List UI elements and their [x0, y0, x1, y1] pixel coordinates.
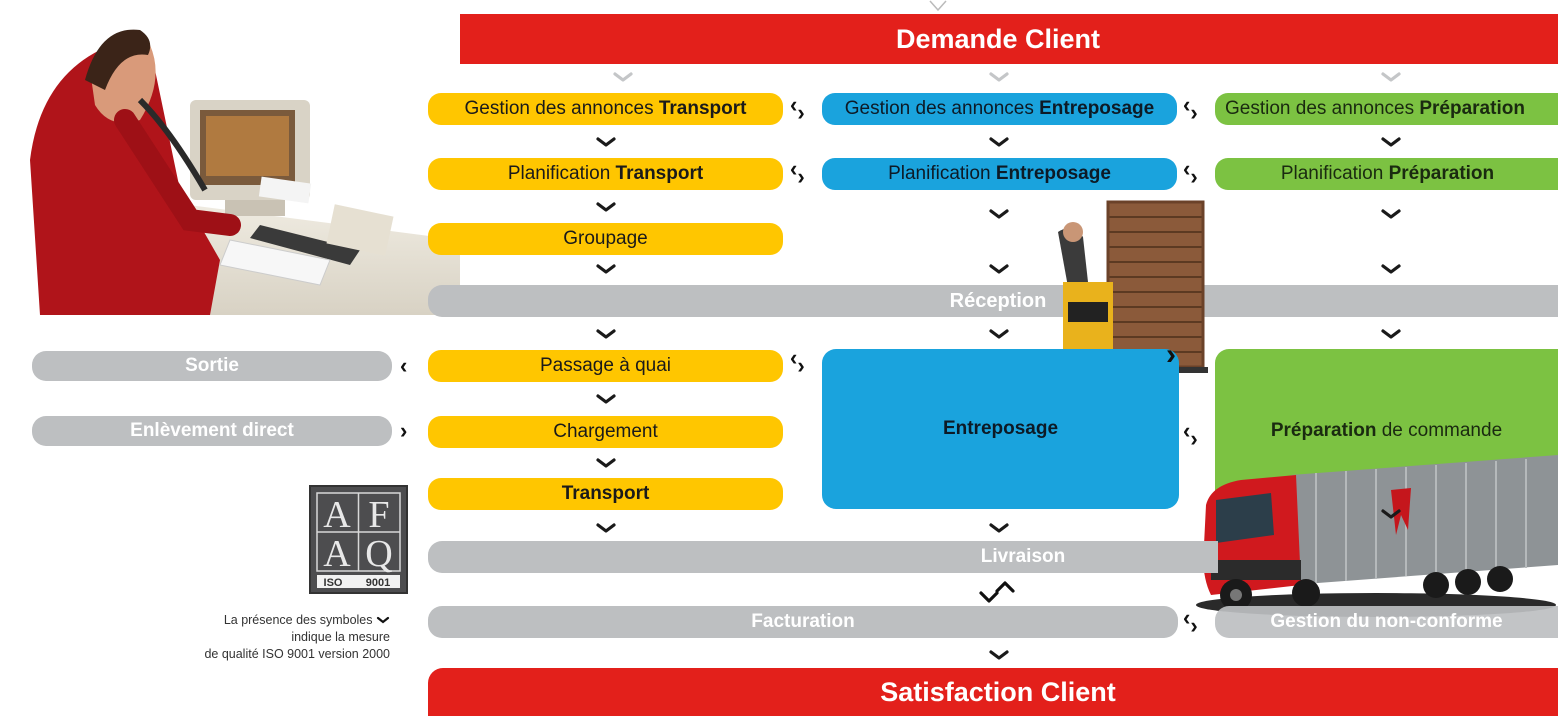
truck-photo: [1196, 455, 1558, 620]
transport-step: Transport: [428, 478, 783, 510]
exchange-arrows-icon: ‹›: [1183, 92, 1198, 125]
quality-legend: La présence des symboles indique la mesu…: [150, 612, 390, 663]
quality-chevron-icon: [989, 650, 1009, 660]
facturation-label: Facturation: [751, 611, 855, 632]
planification-transport: Planification Transport: [428, 158, 783, 190]
quality-chevron-icon: [989, 137, 1009, 147]
groupage-label: Groupage: [563, 228, 648, 249]
planification-entreposage: Planification Entreposage: [822, 158, 1177, 190]
preparation-box-text: Préparation de commande: [1215, 420, 1558, 442]
quality-chevron-icon: [989, 523, 1009, 533]
warehouse-photo: [1048, 192, 1216, 382]
arrow-right-icon: ›: [1166, 338, 1176, 371]
satisfaction-client-label: Satisfaction Client: [880, 676, 1116, 707]
afaq-logo: A F A Q ISO 9001: [309, 485, 408, 594]
planif-transport-bold: Transport: [615, 163, 704, 184]
planif-preparation-bold: Préparation: [1388, 163, 1495, 184]
exchange-arrows-icon: ‹›: [1183, 418, 1198, 451]
demande-client-band: Demande Client: [428, 14, 1558, 64]
entreposage-box-label: Entreposage: [942, 418, 1059, 439]
non-conforme-band: Gestion du non-conforme: [1215, 606, 1558, 638]
enlevement-band: Enlèvement direct: [32, 416, 392, 446]
quality-chevron-icon: [989, 264, 1009, 274]
annonces-transport-prefix: Gestion des annonces: [464, 98, 659, 119]
quality-chevron-icon: [989, 329, 1009, 339]
afaq-iso: ISO: [324, 577, 343, 589]
groupage-step: Groupage: [428, 223, 783, 255]
annonces-transport: Gestion des annonces Transport: [428, 93, 783, 125]
exchange-updown-icon: [979, 581, 1015, 603]
planif-transport-prefix: Planification: [507, 163, 616, 184]
quality-chevron-icon: [596, 523, 616, 533]
non-conforme-label: Gestion du non-conforme: [1270, 611, 1503, 632]
quality-chevron-icon: [1381, 137, 1401, 147]
enlevement-label: Enlèvement direct: [130, 420, 294, 441]
legend-line-1: La présence des symboles: [223, 613, 373, 627]
livraison-band: Livraison: [428, 541, 1218, 573]
sortie-band: Sortie: [32, 351, 392, 381]
arrow-right-icon: ›: [400, 418, 408, 443]
quality-chevron-icon: [1381, 264, 1401, 274]
legend-line-2: indique la mesure: [291, 630, 390, 644]
chargement-label: Chargement: [553, 421, 658, 442]
quality-chevron-icon: [376, 617, 390, 624]
chargement-step: Chargement: [428, 416, 783, 448]
passage-quai-step: Passage à quai: [428, 350, 783, 382]
annonces-transport-bold: Transport: [658, 98, 747, 119]
preparation-box-suffix: de commande: [1376, 420, 1503, 441]
quality-chevron-icon: [596, 264, 616, 274]
afaq-9001: 9001: [366, 577, 390, 589]
afaq-letter-q: Q: [365, 533, 392, 575]
arrow-left-icon: ‹: [400, 353, 408, 378]
planif-preparation-prefix: Planification: [1280, 163, 1389, 184]
quality-chevron-icon: [1381, 209, 1401, 219]
sortie-label: Sortie: [185, 355, 239, 376]
quality-chevron-icon: [989, 209, 1009, 219]
reception-label: Réception: [949, 289, 1047, 312]
afaq-letter-a1: A: [323, 494, 351, 536]
quality-chevron-icon: [613, 72, 633, 82]
exchange-arrows-icon: ‹›: [790, 345, 805, 378]
quality-chevron-icon: [1381, 72, 1401, 82]
annonces-entreposage-bold: Entreposage: [1039, 98, 1155, 119]
passage-label: Passage à quai: [540, 355, 671, 376]
transport-label: Transport: [561, 483, 650, 504]
preparation-box-bold: Préparation: [1270, 420, 1377, 441]
quality-chevron-icon: [596, 394, 616, 404]
office-photo: [30, 10, 460, 315]
legend-line-3: de qualité ISO 9001 version 2000: [204, 647, 390, 661]
planif-entreposage-prefix: Planification: [888, 163, 996, 184]
annonces-preparation-prefix: Gestion des annonces: [1225, 98, 1420, 119]
quality-chevron-icon: [1381, 509, 1401, 519]
afaq-letter-f: F: [368, 494, 389, 536]
afaq-letter-a2: A: [323, 533, 351, 575]
top-arrow-icon: [929, 0, 947, 12]
annonces-preparation-bold: Préparation: [1419, 98, 1525, 119]
quality-chevron-icon: [596, 329, 616, 339]
facturation-band: Facturation: [428, 606, 1178, 638]
exchange-arrows-icon: ‹›: [790, 92, 805, 125]
quality-chevron-icon: [1381, 329, 1401, 339]
demande-client-label: Demande Client: [895, 23, 1101, 54]
annonces-entreposage: Gestion des annonces Entreposage: [822, 93, 1177, 125]
planif-entreposage-bold: Entreposage: [995, 163, 1111, 184]
planification-preparation: Planification Préparation: [1215, 158, 1558, 190]
exchange-arrows-icon: ‹›: [790, 156, 805, 189]
quality-chevron-icon: [596, 458, 616, 468]
livraison-label: Livraison: [980, 546, 1066, 567]
satisfaction-client-band: Satisfaction Client: [428, 668, 1558, 716]
entreposage-box: Entreposage: [822, 349, 1179, 509]
quality-chevron-icon: [989, 72, 1009, 82]
reception-band: Réception: [428, 285, 1558, 317]
quality-chevron-icon: [596, 202, 616, 212]
annonces-entreposage-prefix: Gestion des annonces: [844, 98, 1040, 119]
exchange-arrows-icon: ‹›: [1183, 605, 1198, 638]
exchange-arrows-icon: ‹›: [1183, 156, 1198, 189]
quality-chevron-icon: [596, 137, 616, 147]
annonces-preparation: Gestion des annonces Préparation: [1215, 93, 1558, 125]
